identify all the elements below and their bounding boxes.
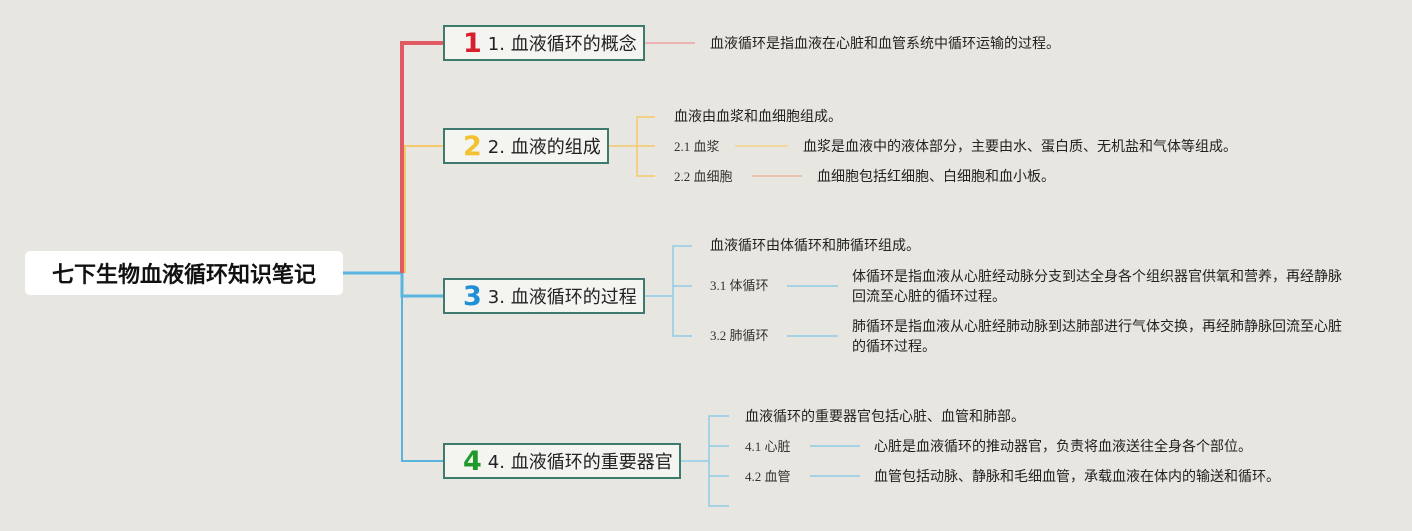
subtopic-3-2-text[interactable]: 肺循环是指血液从心脏经肺动脉到达肺部进行气体交换，再经肺静脉回流至心脏的循环过程… — [852, 319, 1342, 355]
root-topic[interactable]: 七下生物血液循环知识笔记 — [25, 251, 343, 295]
topic-2-label: 2. 血液的组成 — [487, 137, 601, 158]
topic-2-intro[interactable]: 血液由血浆和血细胞组成。 — [674, 109, 842, 125]
subtopic-2-2-label[interactable]: 2.2 血细胞 — [674, 169, 733, 184]
subtopic-4-1-label[interactable]: 4.1 心脏 — [745, 439, 791, 454]
subtopic-2-2-text[interactable]: 血细胞包括红细胞、白细胞和血小板。 — [817, 169, 1055, 185]
topic-3-intro[interactable]: 血液循环由体循环和肺循环组成。 — [710, 238, 920, 254]
number-1-icon: 1 — [463, 27, 482, 59]
topic-2-node[interactable]: 2 2. 血液的组成 — [443, 128, 609, 164]
root-title: 七下生物血液循环知识笔记 — [51, 263, 316, 288]
subtopic-2-1-label[interactable]: 2.1 血浆 — [674, 139, 720, 154]
subtopic-2-1-text[interactable]: 血浆是血液中的液体部分，主要由水、蛋白质、无机盐和气体等组成。 — [803, 139, 1237, 155]
topic-4-node[interactable]: 4 4. 血液循环的重要器官 — [443, 443, 681, 479]
topic-4-label: 4. 血液循环的重要器官 — [487, 452, 673, 473]
subtopic-4-1-text[interactable]: 心脏是血液循环的推动器官，负责将血液送往全身各个部位。 — [874, 439, 1252, 455]
number-2-icon: 2 — [463, 130, 482, 162]
topic-1-node[interactable]: 1 1. 血液循环的概念 — [443, 25, 645, 61]
subtopic-3-2-label[interactable]: 3.2 肺循环 — [710, 328, 769, 343]
subtopic-3-1-text[interactable]: 体循环是指血液从心脏经动脉分支到达全身各个组织器官供氧和营养，再经静脉回流至心脏… — [852, 269, 1342, 305]
topic-3-label: 3. 血液循环的过程 — [487, 287, 637, 308]
topic-4-intro[interactable]: 血液循环的重要器官包括心脏、血管和肺部。 — [745, 409, 1025, 425]
topic-1-label: 1. 血液循环的概念 — [487, 34, 637, 55]
number-3-icon: 3 — [463, 280, 482, 312]
subtopic-3-1-label[interactable]: 3.1 体循环 — [710, 278, 769, 293]
subtopic-4-2-label[interactable]: 4.2 血管 — [745, 469, 791, 484]
topic-3-node[interactable]: 3 3. 血液循环的过程 — [443, 278, 645, 314]
subtopic-4-2-text[interactable]: 血管包括动脉、静脉和毛细血管，承载血液在体内的输送和循环。 — [874, 469, 1280, 485]
topic-1-leaf-text[interactable]: 血液循环是指血液在心脏和血管系统中循环运输的过程。 — [710, 36, 1060, 52]
number-4-icon: 4 — [463, 445, 482, 477]
